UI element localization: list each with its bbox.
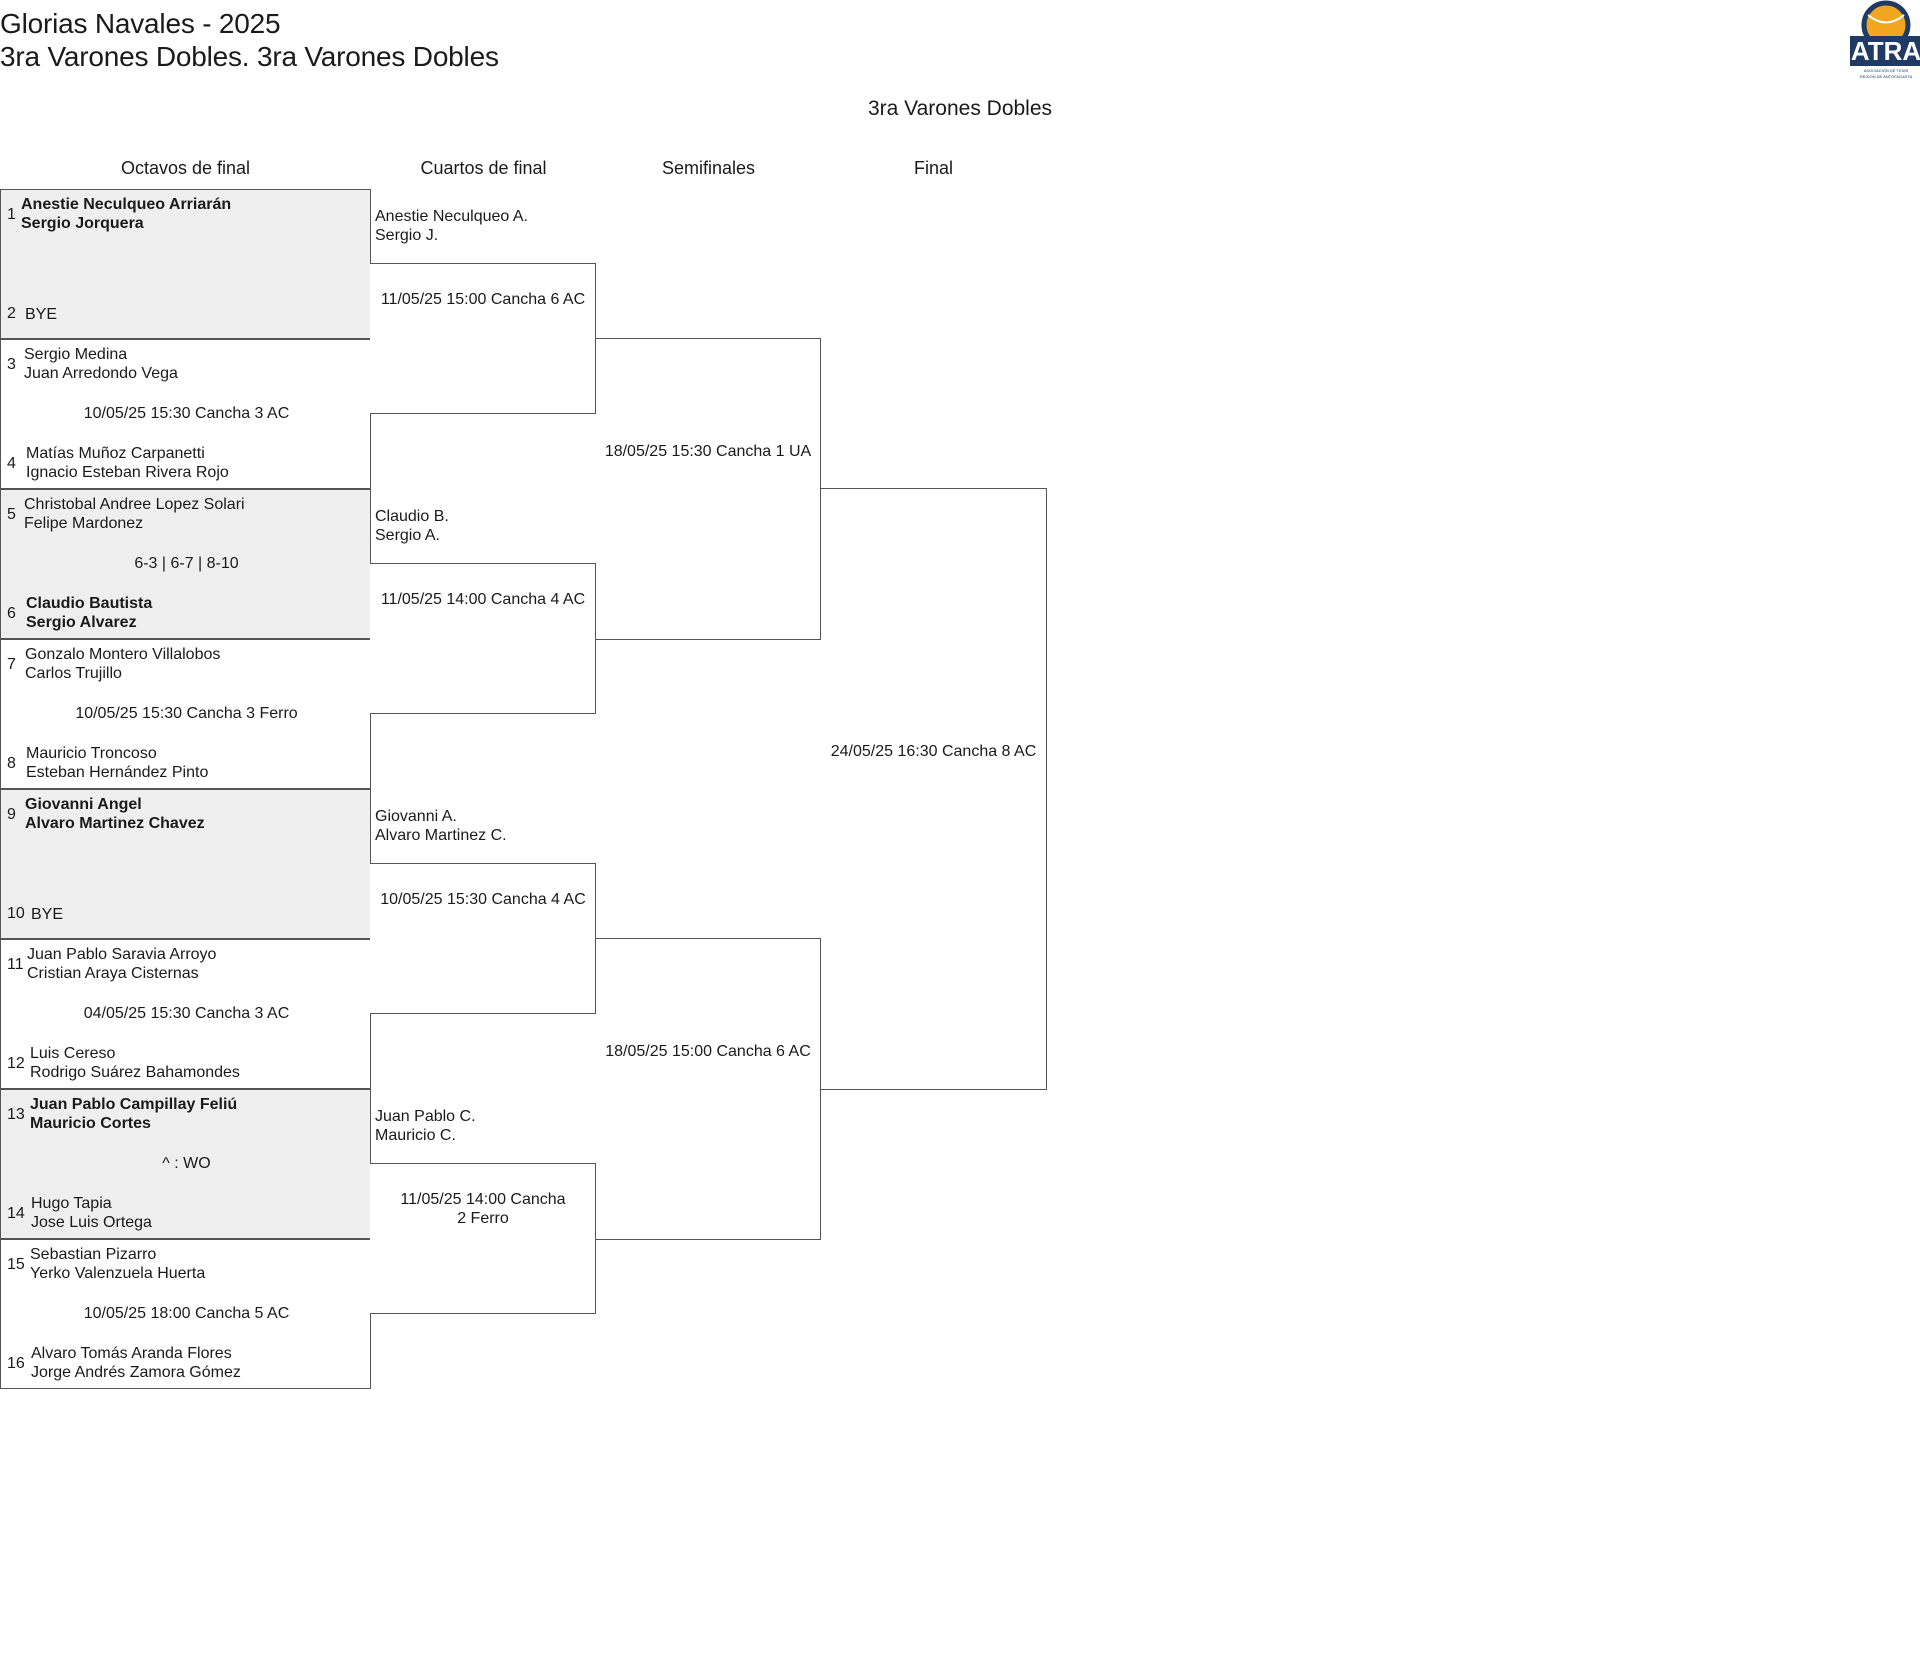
seed-number: 12 (7, 1055, 25, 1072)
match-info: 10/05/25 15:30 Cancha 3 Ferro (75, 705, 298, 722)
logo-text: ATRA (1851, 36, 1920, 66)
qf-team-4: Juan Pablo C.Mauricio C. (375, 1108, 476, 1144)
qf-team-1: Anestie Neculqueo A.Sergio J. (375, 208, 528, 244)
seed-number: 1 (7, 206, 16, 223)
sf-match-1[interactable]: 18/05/25 15:30 Cancha 1 UA (595, 338, 821, 640)
seed-number: 9 (7, 806, 16, 823)
qf-team-3: Giovanni A.Alvaro Martinez C. (375, 808, 507, 844)
seed-number: 2 (7, 305, 16, 322)
match-score: 6-3 | 6-7 | 8-10 (134, 555, 239, 572)
final-match[interactable]: 24/05/25 16:30 Cancha 8 AC (820, 488, 1047, 1090)
round-label-sf: Semifinales (661, 158, 756, 178)
svg-text:REGIÓN DE ANTOFAGASTA: REGIÓN DE ANTOFAGASTA (1860, 74, 1913, 79)
match-info: 10/05/25 15:30 Cancha 4 AC (380, 891, 586, 908)
match-info: 18/05/25 15:00 Cancha 6 AC (605, 1043, 811, 1060)
round-label-final: Final (913, 158, 953, 178)
match-info: 24/05/25 16:30 Cancha 8 AC (830, 743, 1037, 760)
round-label-r16: Octavos de final (120, 158, 251, 178)
round-label-qf: Cuartos de final (420, 158, 547, 178)
team-bottom: BYE (25, 306, 58, 323)
match-info: 11/05/25 15:00 Cancha 6 AC (380, 291, 586, 308)
qf-match-2[interactable]: 11/05/25 14:00 Cancha 4 AC (370, 563, 596, 714)
qf-match-4[interactable]: 11/05/25 14:00 Cancha 2 Ferro (370, 1163, 596, 1314)
seed-number: 6 (7, 605, 16, 622)
seed-number: 14 (7, 1205, 25, 1222)
match-result: ^ : WO (162, 1155, 211, 1172)
seed-number: 7 (7, 656, 16, 673)
seed-number: 3 (7, 356, 16, 373)
atra-logo: ATRA ASOCIACIÓN DE TENIS REGIÓN DE ANTOF… (1846, 0, 1920, 82)
tournament-title: Glorias Navales - 2025 (0, 8, 281, 39)
seed-number: 4 (7, 455, 16, 472)
qf-team-2: Claudio B.Sergio A. (375, 508, 449, 544)
seed-number: 8 (7, 755, 16, 772)
seed-number: 10 (7, 905, 25, 922)
seed-number: 15 (7, 1256, 25, 1273)
qf-match-1[interactable]: 11/05/25 15:00 Cancha 6 AC (370, 263, 596, 414)
match-info: 18/05/25 15:30 Cancha 1 UA (604, 443, 812, 460)
seed-number: 13 (7, 1106, 25, 1123)
draw-title: 3ra Varones Dobles (867, 97, 1053, 120)
match-info: 04/05/25 15:30 Cancha 3 AC (83, 1005, 290, 1022)
category-title: 3ra Varones Dobles. 3ra Varones Dobles (0, 41, 499, 72)
match-info: 10/05/25 15:30 Cancha 3 AC (83, 405, 290, 422)
sf-match-2[interactable]: 18/05/25 15:00 Cancha 6 AC (595, 938, 821, 1240)
svg-text:ASOCIACIÓN DE TENIS: ASOCIACIÓN DE TENIS (1864, 68, 1909, 73)
seed-number: 5 (7, 506, 16, 523)
team-bottom: BYE (31, 906, 64, 923)
seed-number: 11 (7, 956, 24, 973)
match-info: 11/05/25 14:00 Cancha 4 AC (380, 591, 586, 608)
match-info: 11/05/25 14:00 Cancha 2 Ferro (400, 1191, 566, 1227)
qf-match-3[interactable]: 10/05/25 15:30 Cancha 4 AC (370, 863, 596, 1014)
seed-number: 16 (7, 1355, 25, 1372)
match-info: 10/05/25 18:00 Cancha 5 AC (83, 1305, 290, 1322)
